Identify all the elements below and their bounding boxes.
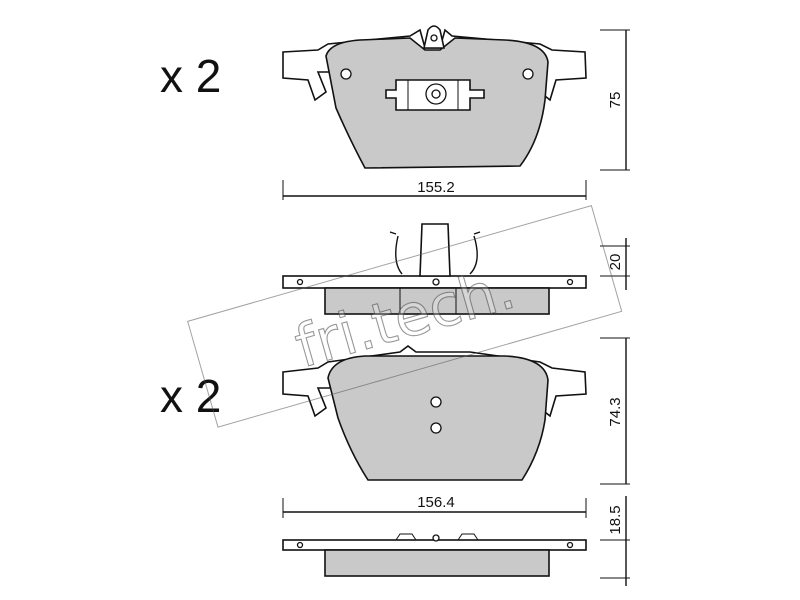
upper-pad-left-hole [340,68,352,80]
lower-pad-thickness-dimension: 18.5 [600,496,630,586]
lower-pad-height-label: 74.3 [607,397,624,426]
upper-pad-height-label: 75 [607,92,624,109]
lower-pad-lower-hole [430,422,442,434]
lower-pad-upper-hole [430,396,442,408]
upper-pad-side-view [282,223,587,315]
upper-pad-thickness-label: 20 [607,254,624,271]
lower-pad-width-label: 156.4 [417,494,455,511]
lower-pad-thickness-label: 18.5 [607,505,624,534]
lower-pad-quantity: x 2 [160,370,221,422]
upper-pad-quantity: x 2 [160,50,221,102]
lower-pad-side-view [282,533,587,577]
upper-pad-center-hole-inner [431,89,441,99]
upper-pad-right-hole [522,68,534,80]
upper-pad-front-view [282,25,587,169]
upper-pad-thickness-dimension: 20 [600,238,630,290]
upper-pad-width-label: 155.2 [417,179,455,196]
upper-pad-dimensions: 155.2 75 [282,29,630,200]
lower-pad-friction-material [327,355,549,481]
lower-pad-dimensions: 156.4 74.3 [282,337,630,518]
lower-pad-front-view [282,345,587,481]
